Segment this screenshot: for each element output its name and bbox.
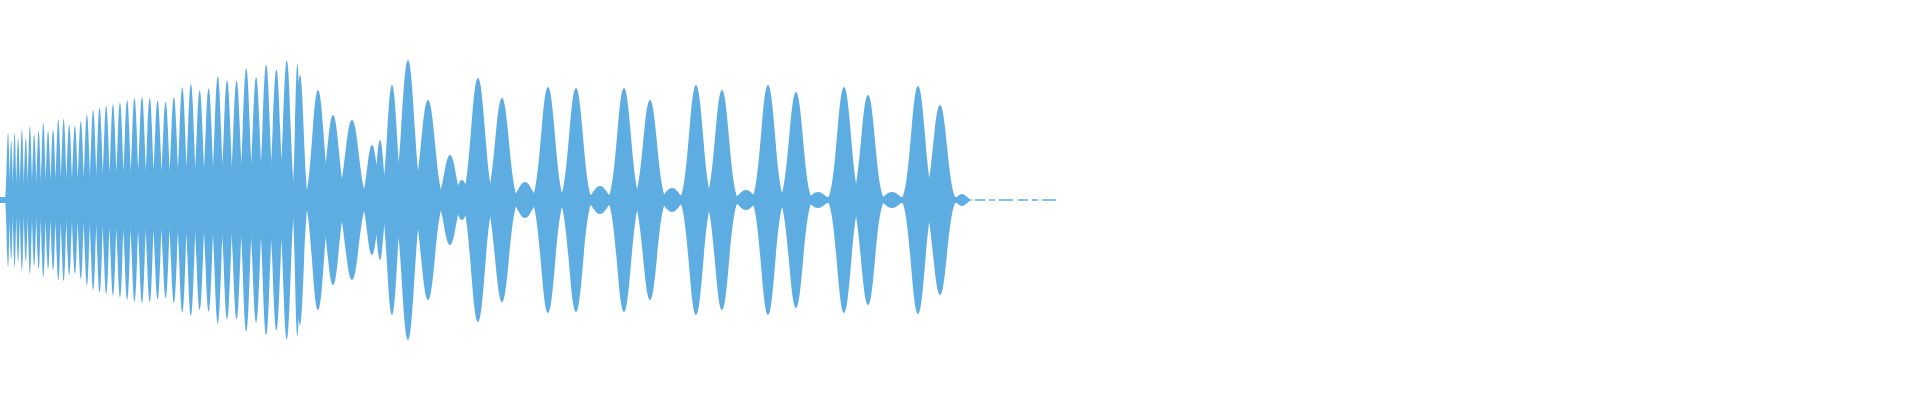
waveform-tail-blip — [896, 191, 932, 209]
waveform-center-band — [0, 197, 965, 203]
